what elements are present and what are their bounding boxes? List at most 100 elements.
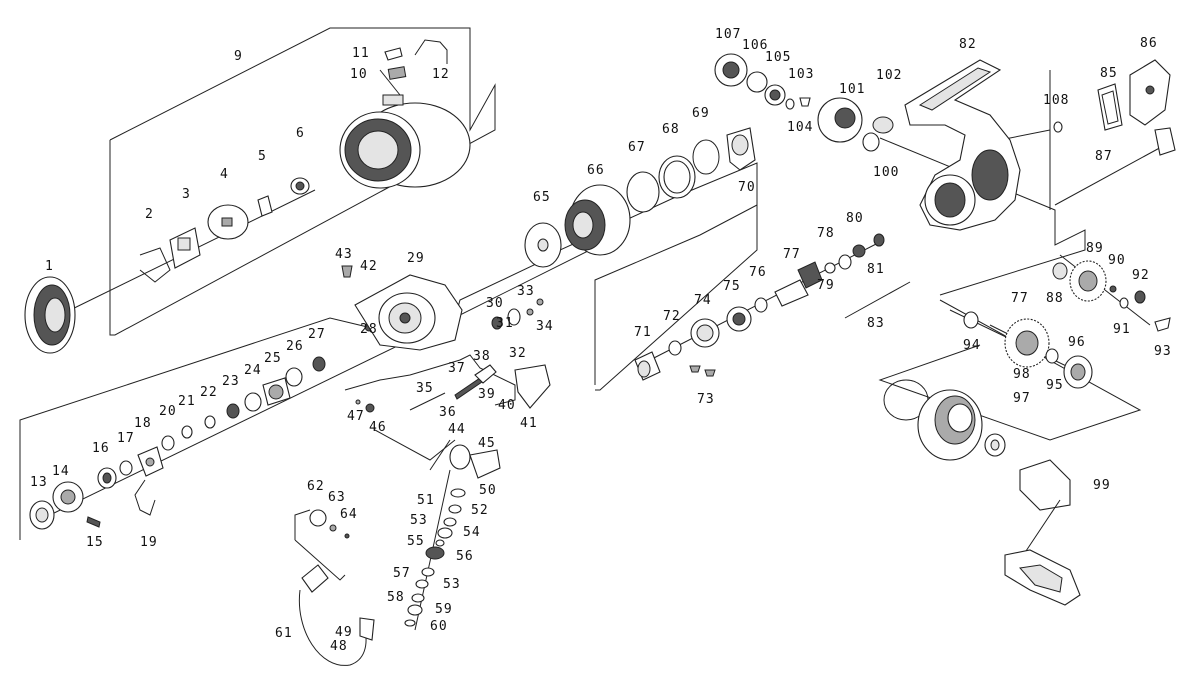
part-25-one-way-clutch — [262, 377, 291, 406]
part-label: 70 — [738, 180, 756, 195]
rotor-assembly-frame — [19, 162, 758, 540]
part-16-bearing — [97, 467, 117, 489]
part-88-washer — [1052, 262, 1068, 280]
part-label: 29 — [407, 251, 425, 266]
part-90-92-small-parts — [1109, 285, 1146, 309]
part-label: 94 — [963, 338, 981, 353]
part-label: 52 — [471, 503, 489, 518]
part-label: 71 — [634, 325, 652, 340]
part-75-bearing — [726, 306, 752, 332]
part-label: 54 — [463, 525, 481, 540]
part-label: 62 — [307, 479, 325, 494]
part-label: 82 — [959, 37, 977, 52]
part-label: 22 — [200, 385, 218, 400]
part-label: 58 — [387, 590, 405, 605]
part-72-washer — [668, 340, 682, 356]
part-9-spool — [339, 94, 471, 189]
part-number-labels: 1234569101112131415161718192021222324252… — [30, 27, 1172, 654]
part-label: 10 — [350, 67, 368, 82]
part-label: 45 — [478, 436, 496, 451]
part-label: 36 — [439, 405, 457, 420]
part-label: 86 — [1140, 36, 1158, 51]
part-label: 89 — [1086, 241, 1104, 256]
part-87-rod — [1054, 127, 1176, 206]
part-label: 85 — [1100, 66, 1118, 81]
part-33-34-screw — [526, 298, 544, 316]
part-label: 26 — [286, 339, 304, 354]
part-18-plate — [137, 446, 164, 477]
part-label: 53 — [443, 577, 461, 592]
part-77-pinion-gear — [774, 261, 823, 307]
part-100-handle — [1004, 459, 1081, 606]
part-label: 60 — [430, 619, 448, 634]
part-label: 13 — [30, 475, 48, 490]
part-label: 46 — [369, 420, 387, 435]
part-103-ring — [872, 116, 894, 134]
part-label: 69 — [692, 106, 710, 121]
part-77b-main-gear — [989, 318, 1050, 368]
part-label: 28 — [360, 322, 378, 337]
part-10-clip — [387, 66, 407, 80]
part-label: 93 — [1154, 344, 1172, 359]
part-50-60-line-roller-stack — [404, 488, 466, 627]
part-6-bushing — [290, 177, 310, 195]
part-5-drag-washer — [257, 195, 273, 217]
part-label: 12 — [432, 67, 450, 82]
part-label: 102 — [876, 68, 902, 83]
part-30-32-bail-hardware — [491, 308, 521, 330]
part-label: 38 — [473, 349, 491, 364]
part-label: 41 — [520, 416, 538, 431]
part-label: 103 — [788, 67, 814, 82]
part-108-cap — [714, 53, 748, 87]
part-label: 81 — [867, 262, 885, 277]
part-106-bearing — [764, 84, 786, 106]
part-21-ring — [181, 425, 193, 439]
part-label: 97 — [1013, 391, 1031, 406]
part-82-body-frame — [904, 59, 1021, 231]
part-label: 39 — [478, 387, 496, 402]
part-label: 20 — [159, 404, 177, 419]
part-label: 42 — [360, 259, 378, 274]
part-label: 78 — [817, 226, 835, 241]
part-label: 2 — [145, 207, 154, 222]
part-71-bushing — [634, 351, 661, 381]
part-38-39-arm-lever — [474, 364, 497, 384]
part-67-ring — [626, 171, 660, 213]
part-62-64-bail-hardware — [309, 509, 350, 539]
part-label: 24 — [244, 363, 262, 378]
part-label: 106 — [742, 38, 768, 53]
part-80-bearing — [852, 244, 866, 258]
part-label: 11 — [352, 46, 370, 61]
part-22-washer — [204, 415, 216, 429]
part-46-47-screw — [355, 399, 375, 413]
part-66-pinion-gear-housing — [564, 184, 631, 256]
part-76-ring — [754, 297, 768, 313]
part-label: 55 — [407, 534, 425, 549]
part-61-bail-wire — [298, 564, 375, 666]
part-69-ring — [692, 139, 720, 175]
part-14-nut — [52, 481, 84, 513]
part-label: 47 — [347, 409, 365, 424]
part-29-rotor — [354, 274, 463, 351]
part-label: 1 — [45, 259, 54, 274]
part-label: 21 — [178, 394, 196, 409]
part-label: 77 — [1011, 291, 1029, 306]
part-15-screw — [86, 516, 101, 528]
part-68-ring — [658, 155, 696, 199]
part-label: 63 — [328, 490, 346, 505]
part-label: 9 — [234, 49, 243, 64]
part-label: 59 — [435, 602, 453, 617]
part-label: 16 — [92, 441, 110, 456]
part-78-79-clip — [824, 254, 852, 274]
part-label: 49 — [335, 625, 353, 640]
part-label: 107 — [715, 27, 741, 42]
part-label: 80 — [846, 211, 864, 226]
part-label: 57 — [393, 566, 411, 581]
part-12-wire — [414, 39, 448, 64]
part-label: 33 — [517, 284, 535, 299]
part-label: 61 — [275, 626, 293, 641]
part-label: 101 — [839, 82, 865, 97]
part-label: 104 — [787, 120, 813, 135]
part-label: 44 — [448, 422, 466, 437]
